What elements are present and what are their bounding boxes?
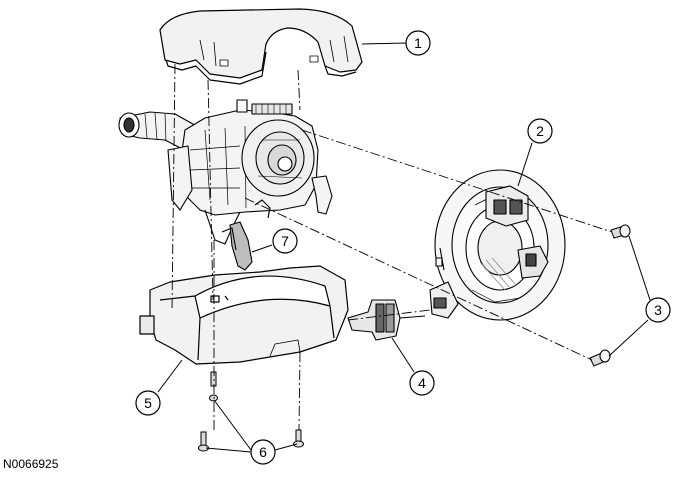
figure-id: N0066925 [3, 457, 59, 471]
callout-circle [527, 118, 553, 144]
upper-shroud [159, 8, 363, 85]
screws-6 [198, 371, 304, 452]
leader-lines [157, 42, 651, 453]
callout-circle [405, 30, 431, 56]
callout-circle [409, 370, 435, 396]
alignment-lines [171, 63, 613, 431]
callout-number: 5 [144, 395, 152, 411]
callout-circle [272, 228, 298, 254]
callout-number: 3 [654, 302, 662, 318]
lower-shroud [139, 265, 349, 365]
callout-4: 4 [409, 370, 435, 396]
callout-3: 3 [645, 297, 671, 323]
callout-circle [250, 439, 276, 465]
callout-circle [645, 297, 671, 323]
callouts: 1 2 3 4 5 6 7 [135, 30, 671, 465]
electrical-connector [347, 299, 426, 341]
callout-number: 6 [259, 444, 267, 460]
callout-circle [135, 390, 161, 416]
clockspring [429, 169, 566, 321]
callout-2: 2 [527, 118, 553, 144]
switch-assembly [118, 99, 333, 271]
callout-number: 2 [536, 123, 544, 139]
callout-7: 7 [272, 228, 298, 254]
callout-number: 1 [414, 35, 422, 51]
callout-number: 7 [281, 233, 289, 249]
callout-1: 1 [405, 30, 431, 56]
callout-5: 5 [135, 390, 161, 416]
callout-number: 4 [418, 375, 426, 391]
screws-3 [589, 224, 631, 367]
callout-6: 6 [250, 439, 276, 465]
